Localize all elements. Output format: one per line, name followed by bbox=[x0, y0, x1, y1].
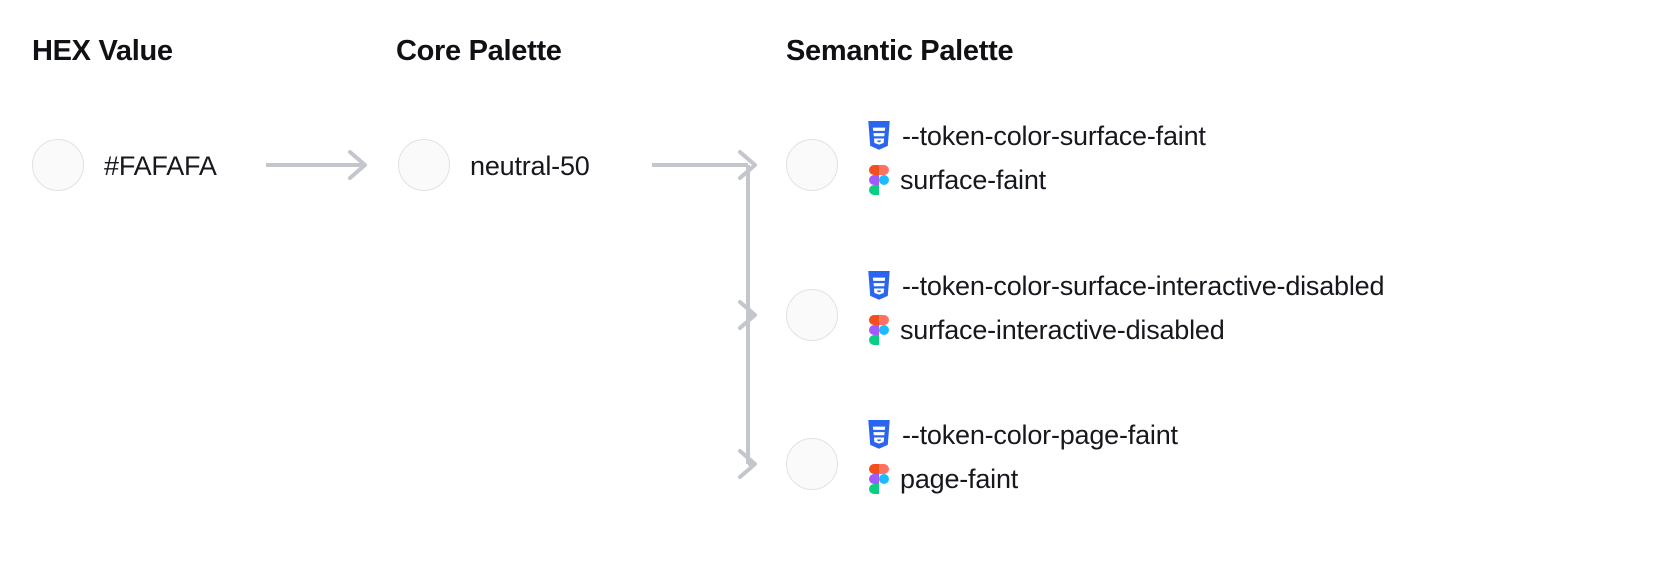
css3-icon bbox=[868, 420, 890, 449]
figma-token-label: surface-interactive-disabled bbox=[900, 314, 1225, 345]
css-token-line[interactable]: --token-color-page-faint bbox=[866, 413, 1178, 457]
figma-icon bbox=[869, 315, 889, 345]
css-token-label: --token-color-page-faint bbox=[902, 419, 1178, 450]
css-token-label: --token-color-surface-interactive-disabl… bbox=[902, 270, 1385, 301]
figma-token-line[interactable]: page-faint bbox=[866, 457, 1178, 501]
swatch-core-palette[interactable] bbox=[398, 139, 450, 191]
semantic-token-row: --token-color-surface-interactive-disabl… bbox=[866, 264, 1384, 352]
core-palette-label: neutral-50 bbox=[470, 151, 590, 181]
figma-token-line[interactable]: surface-faint bbox=[866, 158, 1206, 202]
column-heading-semantic-palette: Semantic Palette bbox=[786, 35, 1014, 67]
semantic-token-row: --token-color-page-faint page-faint bbox=[866, 413, 1178, 501]
column-heading-hex-value: HEX Value bbox=[32, 35, 173, 67]
css3-icon bbox=[868, 121, 890, 150]
swatch-semantic-page-faint[interactable] bbox=[786, 438, 838, 490]
css-token-line[interactable]: --token-color-surface-faint bbox=[866, 114, 1206, 158]
swatch-semantic-surface-interactive-disabled[interactable] bbox=[786, 289, 838, 341]
hex-value-label: #FAFAFA bbox=[104, 151, 217, 181]
css-token-label: --token-color-surface-faint bbox=[902, 120, 1206, 151]
figma-icon bbox=[869, 464, 889, 494]
swatch-semantic-surface-faint[interactable] bbox=[786, 139, 838, 191]
figma-token-label: page-faint bbox=[900, 463, 1019, 494]
figma-token-line[interactable]: surface-interactive-disabled bbox=[866, 308, 1384, 352]
semantic-token-row: --token-color-surface-faint surface-fain… bbox=[866, 114, 1206, 202]
branching-arrow-icon bbox=[652, 150, 757, 479]
css3-icon bbox=[868, 271, 890, 300]
arrow-right-icon bbox=[266, 150, 367, 180]
figma-icon bbox=[869, 165, 889, 195]
figma-token-label: surface-faint bbox=[900, 164, 1046, 195]
column-heading-core-palette: Core Palette bbox=[396, 35, 562, 67]
swatch-hex-value[interactable] bbox=[32, 139, 84, 191]
css-token-line[interactable]: --token-color-surface-interactive-disabl… bbox=[866, 264, 1384, 308]
